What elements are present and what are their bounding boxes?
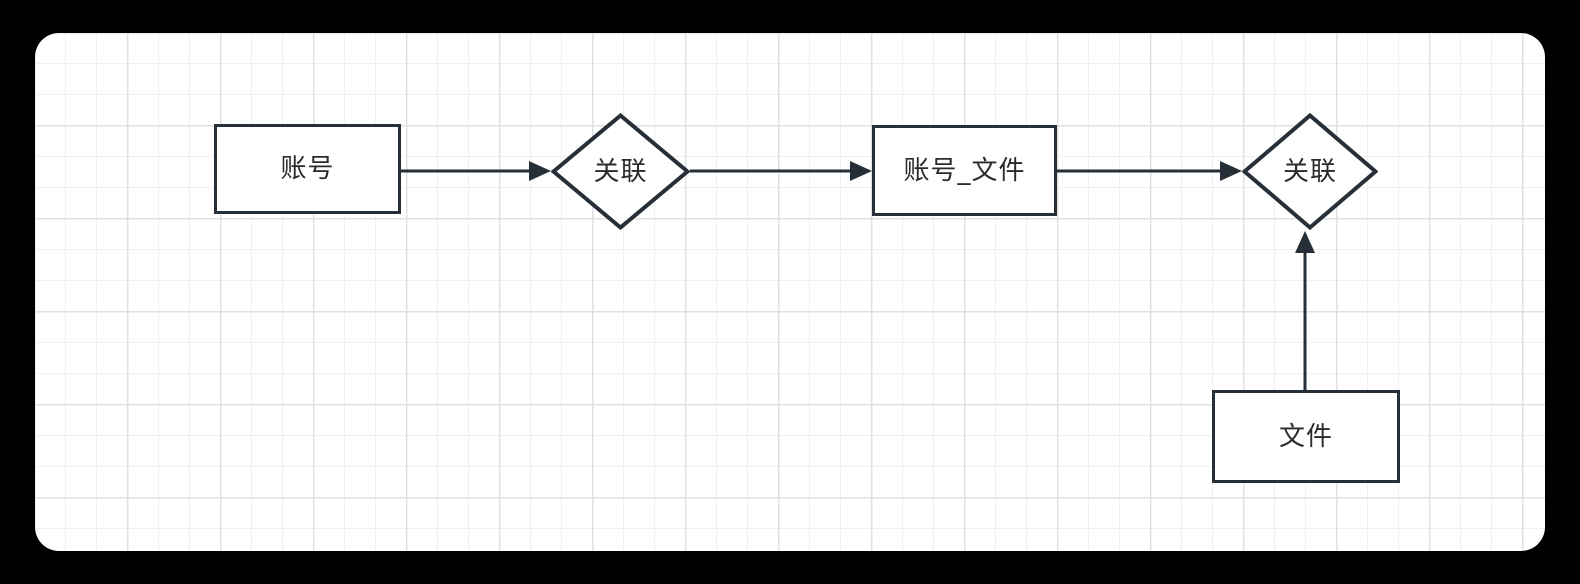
node-relation-2[interactable]: 关联 [1242,113,1378,230]
diamond-shape-relation-2 [1242,113,1378,230]
node-label-relation-2: 关联 [1282,156,1337,187]
node-label-file: 文件 [1278,421,1333,452]
node-label-account-file: 账号_文件 [903,155,1026,186]
node-account-file[interactable]: 账号_文件 [872,125,1057,216]
node-relation-1[interactable]: 关联 [551,113,690,230]
node-label-account: 账号 [280,154,335,184]
diamond-shape-relation-1 [551,113,690,230]
node-label-relation-1: 关联 [593,156,648,187]
node-account[interactable]: 账号 [214,124,401,214]
diagram-canvas[interactable] [35,33,1545,551]
node-file[interactable]: 文件 [1212,390,1400,483]
